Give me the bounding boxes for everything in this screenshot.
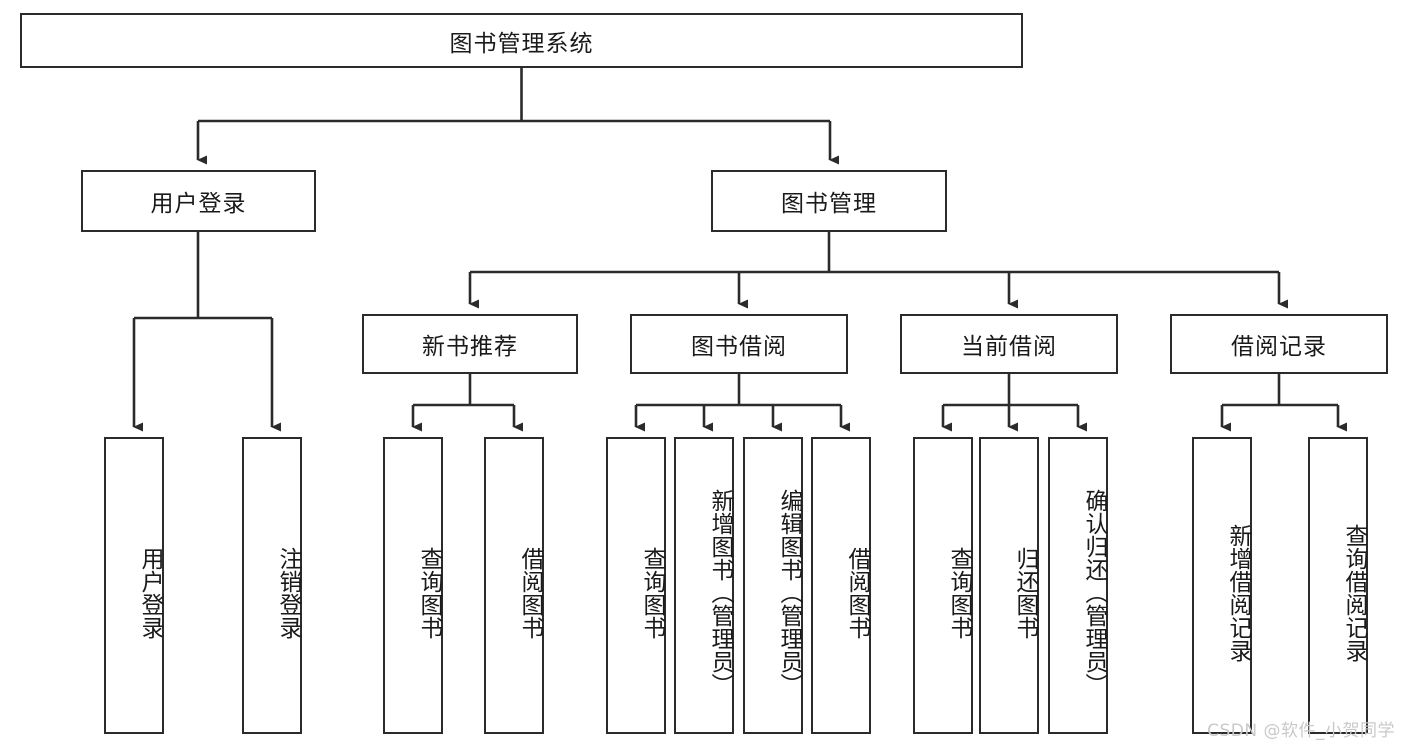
leaf-label: 编辑图书（管理员） xyxy=(776,489,802,696)
node-borrow-record-label: 借阅记录 xyxy=(1231,334,1327,360)
leaf-label: 查询图书 xyxy=(946,546,972,639)
leaf-label: 归还图书 xyxy=(1012,546,1038,639)
leaf-user-login-signin[interactable]: 用户登录 xyxy=(104,437,164,734)
node-user-login[interactable]: 用户登录 xyxy=(81,170,316,232)
node-new-book-recommend-label: 新书推荐 xyxy=(422,334,518,360)
leaf-label: 查询图书 xyxy=(416,546,442,639)
node-current-borrow-label: 当前借阅 xyxy=(961,334,1057,360)
node-book-management[interactable]: 图书管理 xyxy=(711,170,947,232)
leaf-current-borrow-return[interactable]: 归还图书 xyxy=(979,437,1039,734)
node-borrow-record[interactable]: 借阅记录 xyxy=(1170,314,1388,374)
leaf-label: 借阅图书 xyxy=(517,546,543,639)
leaf-book-borrow-query[interactable]: 查询图书 xyxy=(606,437,666,734)
leaf-label: 用户登录 xyxy=(137,546,163,639)
leaf-current-borrow-confirm[interactable]: 确认归还（管理员） xyxy=(1048,437,1108,734)
leaf-user-login-signout[interactable]: 注销登录 xyxy=(242,437,302,734)
node-root-label: 图书管理系统 xyxy=(449,30,594,57)
leaf-label: 注销登录 xyxy=(275,546,301,639)
leaf-label: 借阅图书 xyxy=(844,546,870,639)
node-book-management-label: 图书管理 xyxy=(781,191,877,217)
leaf-label: 查询借阅记录 xyxy=(1341,523,1367,662)
node-new-book-recommend[interactable]: 新书推荐 xyxy=(362,314,578,374)
leaf-book-borrow-edit[interactable]: 编辑图书（管理员） xyxy=(743,437,803,734)
node-user-login-label: 用户登录 xyxy=(150,191,247,217)
leaf-label: 新增借阅记录 xyxy=(1225,523,1251,662)
node-current-borrow[interactable]: 当前借阅 xyxy=(900,314,1118,374)
leaf-label: 查询图书 xyxy=(639,546,665,639)
leaf-book-borrow-lend[interactable]: 借阅图书 xyxy=(811,437,871,734)
node-root[interactable]: 图书管理系统 xyxy=(20,13,1023,68)
leaf-borrow-record-query[interactable]: 查询借阅记录 xyxy=(1308,437,1368,734)
leaf-current-borrow-query[interactable]: 查询图书 xyxy=(913,437,973,734)
leaf-label: 确认归还（管理员） xyxy=(1081,489,1107,696)
leaf-new-book-borrow[interactable]: 借阅图书 xyxy=(484,437,544,734)
leaf-new-book-query[interactable]: 查询图书 xyxy=(383,437,443,734)
watermark: CSDN @软件_小贺同学 xyxy=(1207,721,1395,741)
leaf-borrow-record-add[interactable]: 新增借阅记录 xyxy=(1192,437,1252,734)
leaf-label: 新增图书（管理员） xyxy=(707,489,733,696)
leaf-book-borrow-add[interactable]: 新增图书（管理员） xyxy=(674,437,734,734)
node-book-borrow-label: 图书借阅 xyxy=(691,334,787,360)
node-book-borrow[interactable]: 图书借阅 xyxy=(630,314,848,374)
